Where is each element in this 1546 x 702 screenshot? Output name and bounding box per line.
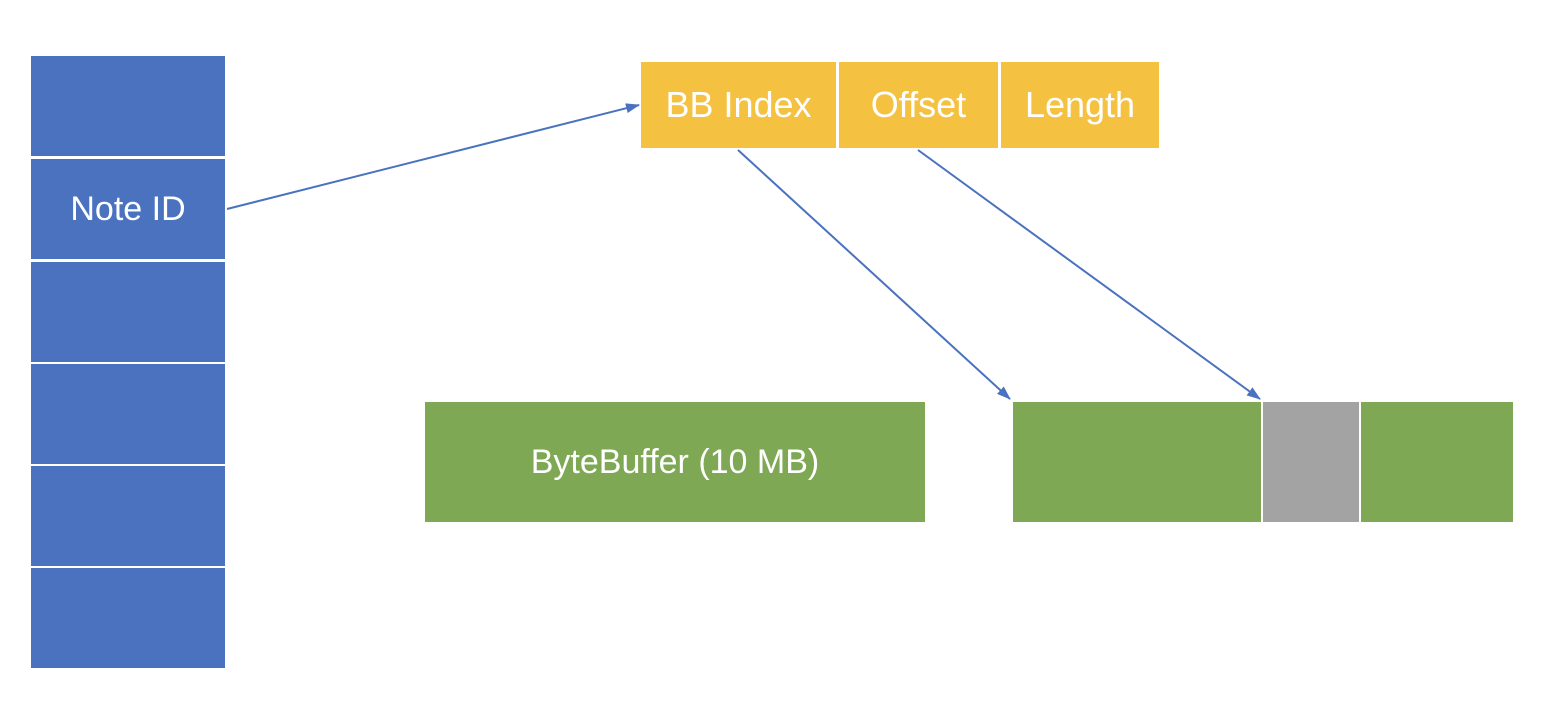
field-offset: Offset — [839, 62, 998, 148]
id-table-row-5 — [31, 466, 225, 566]
id-table-row-note-id: Note ID — [31, 159, 225, 259]
id-table-row-6 — [31, 568, 225, 668]
target-buffer-selected-segment — [1263, 402, 1359, 522]
field-bb-index: BB Index — [641, 62, 836, 148]
target-buffer-left-segment — [1013, 402, 1261, 522]
target-buffer-right-segment — [1361, 402, 1513, 522]
id-table-row-3 — [31, 262, 225, 362]
id-table-row-4 — [31, 364, 225, 464]
arrow-offset-to-segment — [917, 149, 1261, 400]
id-table-row-1 — [31, 56, 225, 156]
field-length: Length — [1001, 62, 1159, 148]
arrow-note-id-to-record — [226, 103, 640, 210]
arrow-bb-index-to-buffer — [737, 149, 1011, 400]
bytebuffer-box: ByteBuffer (10 MB) — [425, 402, 925, 522]
